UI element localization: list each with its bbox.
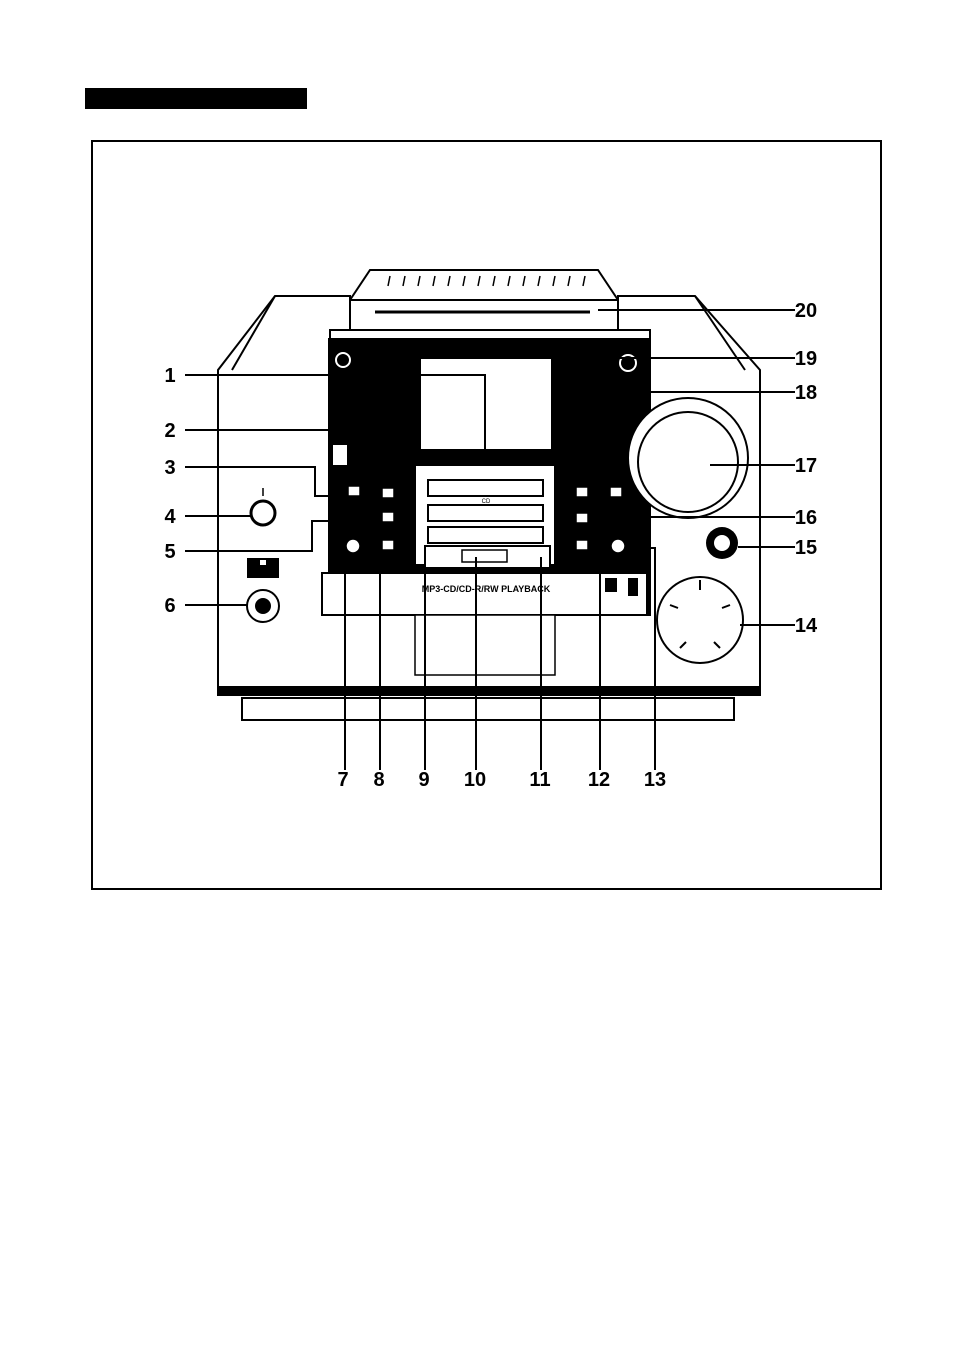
- callout-1: 1: [164, 365, 175, 387]
- cd-tray-2: [428, 505, 543, 521]
- button-18[interactable]: [576, 487, 588, 497]
- callout-17: 17: [795, 455, 817, 477]
- button-16[interactable]: [610, 487, 622, 497]
- headphone-jack[interactable]: [255, 598, 271, 614]
- callout-13: 13: [644, 769, 666, 791]
- callout-16: 16: [795, 507, 817, 529]
- top-cover: [350, 270, 618, 330]
- button-12[interactable]: [576, 540, 588, 550]
- power-button[interactable]: [251, 501, 275, 525]
- callout-2: 2: [164, 420, 175, 442]
- callout-4: 4: [164, 506, 176, 528]
- cd-tray-3: [428, 527, 543, 543]
- callout-3: 3: [164, 457, 175, 479]
- button-3[interactable]: [348, 486, 360, 496]
- cd-changer: CD: [415, 465, 555, 568]
- callout-18: 18: [795, 382, 817, 404]
- cd-tray-1: [428, 480, 543, 496]
- callout-6: 6: [164, 595, 175, 617]
- front-panel-banner: MP3-CD/CD-R/RW PLAYBACK: [422, 584, 551, 594]
- callout-12: 12: [588, 769, 610, 791]
- callout-14: 14: [795, 615, 818, 637]
- button-7[interactable]: [346, 539, 360, 553]
- callout-7: 7: [337, 769, 348, 791]
- tray-label-cd: CD: [482, 499, 491, 505]
- callout-19: 19: [795, 348, 817, 370]
- tape-door: [415, 615, 555, 675]
- callout-9: 9: [418, 769, 429, 791]
- button-19-tape[interactable]: [576, 513, 588, 523]
- button-cd-play[interactable]: [382, 488, 394, 498]
- callout-15: 15: [795, 537, 817, 559]
- callout-11: 11: [529, 769, 550, 791]
- callout-10: 10: [464, 769, 486, 791]
- knob-17[interactable]: [638, 412, 738, 512]
- callout-8: 8: [373, 769, 384, 791]
- button-8[interactable]: [382, 540, 394, 550]
- button-5[interactable]: [382, 512, 394, 522]
- callout-20: 20: [795, 300, 817, 322]
- callout-5: 5: [164, 541, 175, 563]
- button-13[interactable]: [611, 539, 625, 553]
- cassette-window: [462, 550, 507, 562]
